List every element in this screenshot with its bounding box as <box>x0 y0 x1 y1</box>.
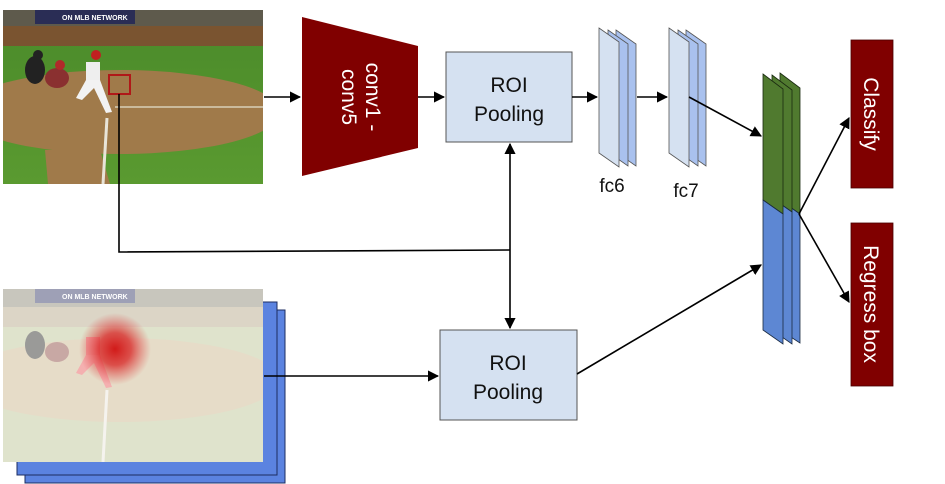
concat-features <box>762 72 801 345</box>
fc7-label: fc7 <box>673 181 698 202</box>
roi-pooling-bottom-line1: ROI <box>489 352 526 375</box>
input-image: ON MLB NETWORK <box>3 10 263 184</box>
roi-pooling-top: ROI Pooling <box>445 51 573 143</box>
roi-pooling-bottom: ROI Pooling <box>439 329 578 421</box>
arrow-concat-to-classify <box>798 117 850 215</box>
fc6-label: fc6 <box>599 176 624 197</box>
banner-text: ON MLB NETWORK <box>62 294 128 301</box>
fc7-layer: fc7 <box>668 27 707 202</box>
regress-head: Regress box <box>850 222 894 387</box>
attention-heatmap <box>79 313 151 385</box>
context-image-stack: ON MLB NETWORK <box>3 289 286 484</box>
banner-text: ON MLB NETWORK <box>62 15 128 22</box>
edges <box>118 91 850 382</box>
banner <box>35 10 135 24</box>
classify-head: Classify <box>850 39 894 189</box>
roi-pooling-top-line1: ROI <box>490 74 527 97</box>
line-roi-box-routing <box>118 94 511 253</box>
conv-label-line1: conv1 - <box>361 63 384 132</box>
conv-block: conv1 - conv5 <box>302 17 418 176</box>
conv-label-line2: conv5 <box>337 69 360 125</box>
regress-label: Regress box <box>859 245 882 363</box>
roi-pooling-top-line2: Pooling <box>474 103 544 126</box>
classify-label: Classify <box>859 77 882 151</box>
arrow-fc7-to-concat <box>688 96 762 137</box>
roi-pooling-bottom-line2: Pooling <box>473 381 543 404</box>
concat-bottom-features <box>762 199 784 345</box>
arrow-pooling-to-concat <box>576 264 762 375</box>
concat-top-features <box>762 73 784 215</box>
context-image: ON MLB NETWORK <box>3 289 263 462</box>
arrow-concat-to-regress <box>798 213 850 303</box>
fc6-layer: fc6 <box>598 27 637 197</box>
players <box>25 50 112 113</box>
